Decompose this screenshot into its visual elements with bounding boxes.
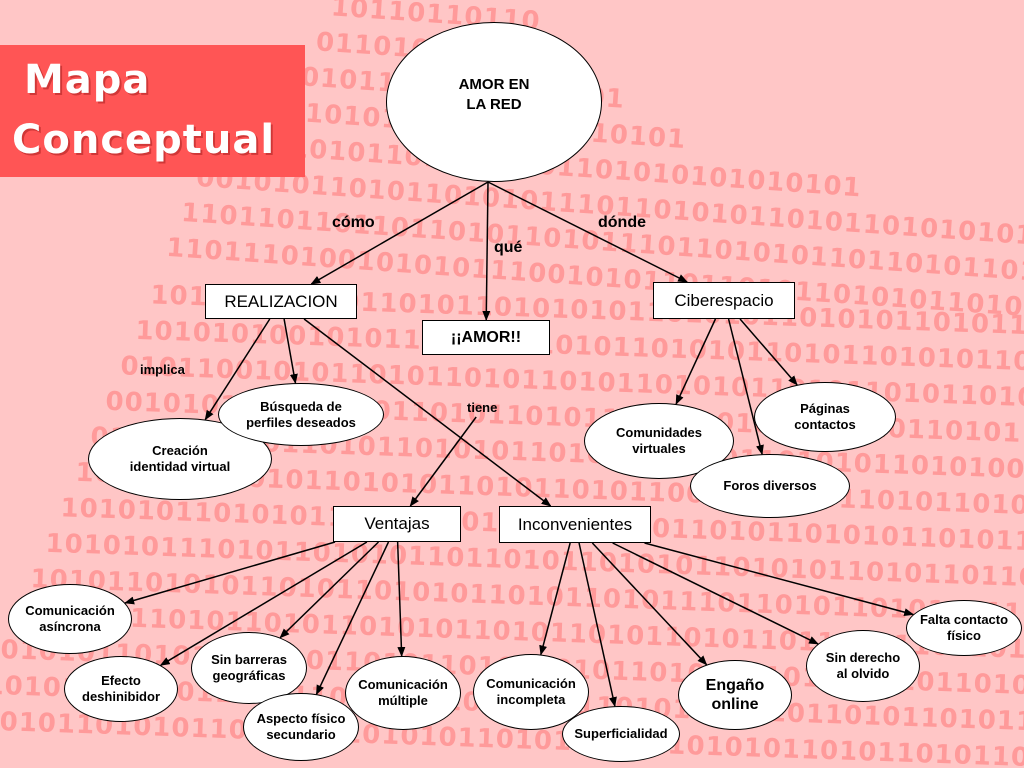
arrow-ciberespacio-to-paginas xyxy=(739,318,798,386)
arrow-inconvenientes-to-superficialidad xyxy=(578,542,617,708)
node-sin-derecho-al-olvido: Sin derecho al olvido xyxy=(806,630,920,702)
arrow-tiene_label-to-ventajas xyxy=(409,416,477,507)
arrow-realizacion-to-creacion xyxy=(204,318,271,421)
node-comunicacion-incompleta: Comunicación incompleta xyxy=(473,654,589,730)
arrow-realizacion-to-inconvenientes xyxy=(303,318,552,507)
node-aspecto-fisico-secundario: Aspecto físico secundario xyxy=(243,693,359,761)
node-foros-diversos: Foros diversos xyxy=(690,454,850,518)
node-efecto-deshinibidor: Efecto deshinibidor xyxy=(64,656,178,722)
title-line-1: Mapa xyxy=(24,57,151,103)
arrow-ciberespacio-to-foros xyxy=(727,318,764,456)
node-comunicacion-multiple: Comunicación múltiple xyxy=(345,656,461,730)
arrow-realizacion-to-busqueda xyxy=(283,318,298,385)
arrow-ventajas-to-efecto xyxy=(159,541,368,666)
node-amor: ¡¡AMOR!! xyxy=(422,320,550,355)
title-banner: Mapa Conceptual xyxy=(0,45,305,177)
arrow-ventajas-to-multiple xyxy=(396,541,406,658)
arrow-ventajas-to-aspecto xyxy=(315,541,390,696)
arrow-inconvenientes-to-olvido xyxy=(612,542,819,645)
title-line-2: Conceptual xyxy=(12,117,276,163)
label-tiene: tiene xyxy=(467,400,498,415)
arrow-ciberespacio-to-comunidades xyxy=(675,318,717,405)
arrow-root-to-amor xyxy=(482,181,491,321)
root-node-amor-en-la-red: AMOR EN LA RED xyxy=(386,22,602,182)
arrow-inconvenientes-to-engano xyxy=(591,542,708,666)
label-como: cómo xyxy=(332,214,375,231)
arrow-inconvenientes-to-falta xyxy=(644,542,915,617)
arrow-root-to-realizacion xyxy=(310,181,489,285)
node-superficialidad: Superficialidad xyxy=(562,706,680,762)
arrow-inconvenientes-to-incompleta xyxy=(539,542,571,656)
label-que: qué xyxy=(494,239,523,256)
node-ventajas: Ventajas xyxy=(333,506,461,542)
label-donde: dónde xyxy=(598,214,646,231)
node-falta-contacto-fisico: Falta contacto físico xyxy=(906,600,1022,656)
node-inconvenientes: Inconvenientes xyxy=(499,506,651,543)
node-sin-barreras-geograficas: Sin barreras geográficas xyxy=(191,632,307,704)
node-engano-online: Engaño online xyxy=(678,660,792,730)
node-paginas-contactos: Páginas contactos xyxy=(754,382,896,452)
node-realizacion: REALIZACION xyxy=(205,284,357,319)
node-busqueda-perfiles: Búsqueda de perfiles deseados xyxy=(218,383,384,446)
label-implica: implica xyxy=(140,362,185,377)
arrow-ventajas-to-barreras xyxy=(279,541,380,639)
node-comunicacion-asincrona: Comunicación asíncrona xyxy=(8,584,132,654)
arrow-root-to-ciberespacio xyxy=(487,181,689,283)
arrow-ventajas-to-asincrona xyxy=(124,541,336,605)
node-ciberespacio: Ciberespacio xyxy=(653,282,795,319)
